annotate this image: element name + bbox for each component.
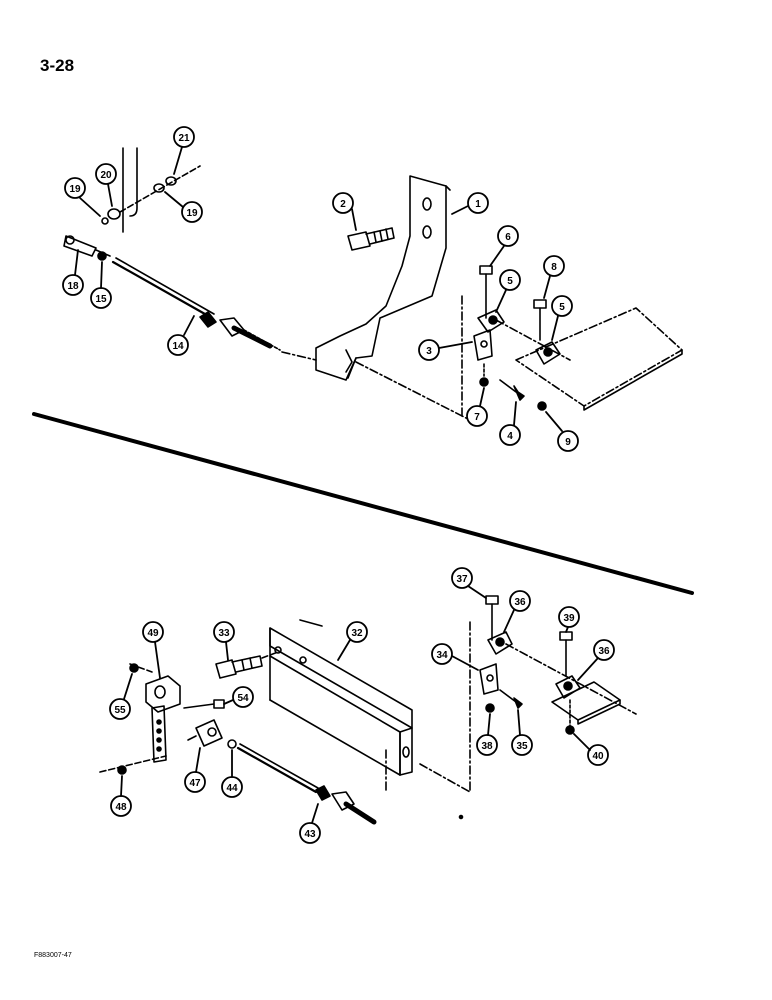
- nut-9: [537, 401, 547, 411]
- cable-clip-lower-left: [479, 631, 513, 695]
- callout-40: 40: [592, 751, 604, 762]
- callout-44: 44: [226, 783, 238, 794]
- callout-labels-upper: 1 2 3 4 5 5 6 7 8 9 14 15 18 19 19 20 21: [67, 133, 571, 448]
- callout-35: 35: [516, 741, 528, 752]
- section-divider-line: [32, 412, 694, 595]
- bolt-35: [499, 689, 523, 709]
- callout-20: 20: [100, 170, 112, 181]
- callout-18: 18: [67, 281, 79, 292]
- callout-55: 55: [114, 705, 126, 716]
- mounting-bracket-1: [315, 175, 451, 381]
- callout-14: 14: [172, 341, 184, 352]
- callout-43: 43: [304, 829, 316, 840]
- callout-49: 49: [147, 628, 159, 639]
- callout-2: 2: [340, 199, 346, 210]
- nut-21: [165, 176, 177, 186]
- callout-5a: 5: [507, 276, 513, 287]
- callout-circles-lower: [109, 567, 615, 844]
- cable-clip-upper-left: [473, 309, 505, 361]
- callout-54: 54: [237, 693, 249, 704]
- callout-5b: 5: [559, 302, 565, 313]
- washer-44: [227, 739, 237, 749]
- callout-labels-lower: 32 33 34 35 36 36 37 38 39 40 43 44 47 4…: [114, 574, 610, 840]
- page-number: 3-28: [40, 56, 75, 75]
- callout-36a: 36: [514, 597, 526, 608]
- washer-20: [107, 208, 121, 220]
- screw-54: [183, 699, 225, 709]
- nut-48: [117, 765, 127, 775]
- callout-32: 32: [351, 628, 363, 639]
- callout-33: 33: [218, 628, 230, 639]
- nut-7: [479, 377, 489, 387]
- figure-code: F883007-47: [34, 952, 72, 959]
- callout-1: 1: [475, 199, 481, 210]
- bolt-33: [215, 655, 263, 679]
- nut-15: [97, 251, 107, 261]
- callout-38: 38: [481, 741, 493, 752]
- control-cable-upper: [111, 257, 281, 351]
- nut-55: [129, 663, 139, 673]
- callout-15: 15: [95, 294, 107, 305]
- callout-19a: 19: [69, 184, 81, 195]
- callout-4: 4: [507, 431, 513, 442]
- nut-40: [565, 725, 575, 735]
- callout-8: 8: [551, 262, 557, 273]
- yoke-clevis-49: [145, 675, 181, 763]
- washer-19-left: [101, 217, 109, 225]
- callout-circles-upper: [62, 126, 579, 452]
- frame-line: [129, 147, 138, 217]
- bolt-2: [347, 227, 395, 251]
- washer-19-right: [153, 183, 165, 193]
- rod-end-lower: [187, 719, 223, 747]
- callout-36b: 36: [598, 646, 610, 657]
- callout-6: 6: [505, 232, 511, 243]
- callout-21: 21: [178, 133, 190, 144]
- callout-3: 3: [426, 346, 432, 357]
- nut-38: [485, 703, 495, 713]
- callout-48: 48: [115, 802, 127, 813]
- callout-39: 39: [563, 613, 575, 624]
- callout-37: 37: [456, 574, 468, 585]
- callout-34: 34: [436, 650, 448, 661]
- control-cable-lower: [236, 743, 377, 825]
- callout-9: 9: [565, 437, 571, 448]
- callout-19b: 19: [186, 208, 198, 219]
- bolt-4: [499, 379, 525, 401]
- callout-7: 7: [474, 412, 480, 423]
- mounting-plate-32: [269, 627, 413, 776]
- callout-47: 47: [189, 778, 201, 789]
